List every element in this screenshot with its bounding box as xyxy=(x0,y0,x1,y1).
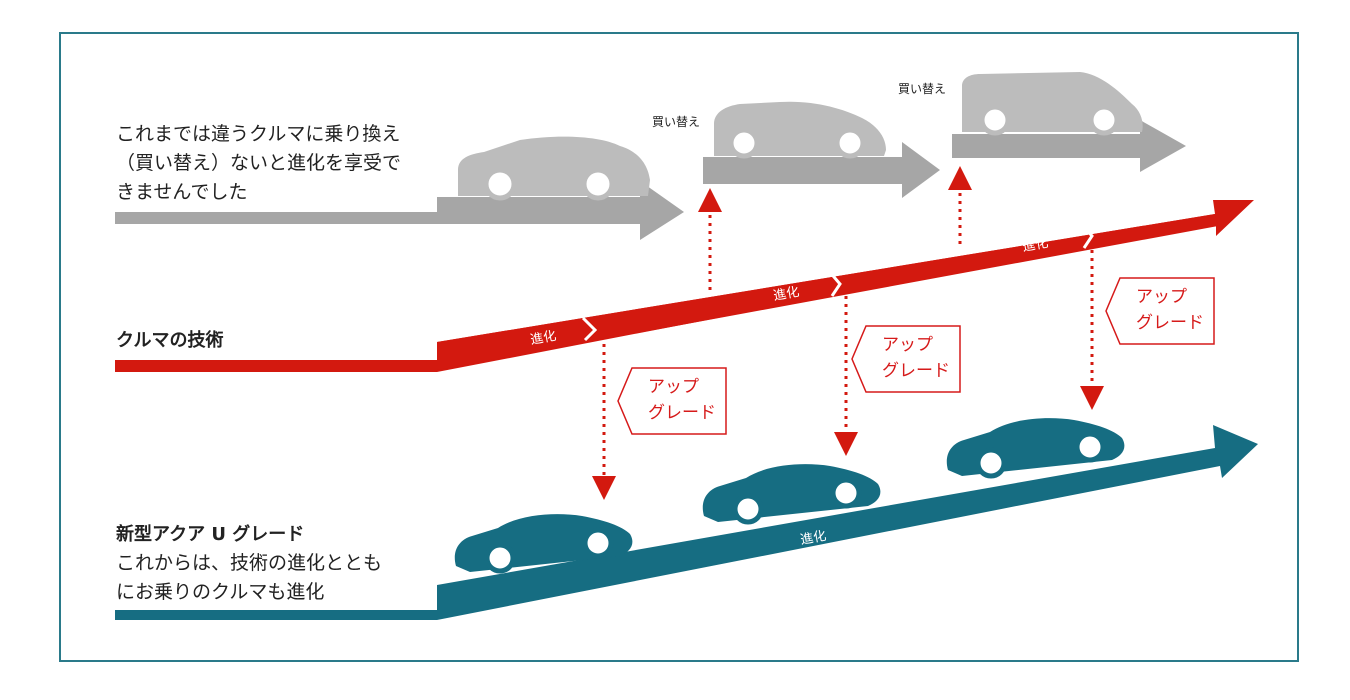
replace-arrow-2 xyxy=(948,166,972,244)
aqua-car-1 xyxy=(454,514,633,574)
tech-label: クルマの技術 xyxy=(116,330,224,351)
legacy-arrow-3 xyxy=(952,120,1186,172)
legacy-arrow-2 xyxy=(703,142,940,198)
upgrade-label-2-line-2: グレード xyxy=(882,361,950,381)
tech-arrow xyxy=(115,200,1254,372)
aqua-car-3 xyxy=(946,418,1125,479)
upgrade-arrow-2 xyxy=(834,296,858,456)
upgrade-box-3 xyxy=(1105,277,1215,345)
upgrade-arrow-3 xyxy=(1080,250,1104,410)
upgrade-label-1-line-2: グレード xyxy=(648,403,716,423)
legacy-arrow-1 xyxy=(115,181,684,240)
upgrade-label-3-line-2: グレード xyxy=(1136,313,1204,333)
aqua-description-line-1: これからは、技術の進化ととも xyxy=(116,552,383,574)
aqua-description: これからは、技術の進化ととも にお乗りのクルマも進化 xyxy=(116,549,382,607)
aqua-car-2 xyxy=(702,464,881,525)
aqua-description-line-2: にお乗りのクルマも進化 xyxy=(116,581,325,603)
legacy-car-1 xyxy=(458,136,650,201)
upgrade-arrow-1 xyxy=(592,344,616,500)
diagram-frame xyxy=(59,32,1299,662)
upgrade-label-2-line-1: アップ xyxy=(882,335,933,355)
upgrade-label-1-line-1: アップ xyxy=(648,377,699,397)
replace-arrow-1 xyxy=(698,188,722,290)
legacy-car-2 xyxy=(714,101,886,159)
replace-label-1: 買い替え xyxy=(652,115,701,129)
legacy-description-line-2: （買い替え）ないと進化を享受で xyxy=(116,152,402,174)
legacy-description-line-1: これまでは違うクルマに乗り換え xyxy=(116,123,401,145)
upgrade-label-3-line-1: アップ xyxy=(1136,287,1187,307)
upgrade-label-2: アップ グレード xyxy=(882,332,950,384)
upgrade-label-3: アップ グレード xyxy=(1136,284,1204,336)
legacy-car-3 xyxy=(962,72,1143,136)
replace-label-2: 買い替え xyxy=(898,82,947,96)
legacy-description: これまでは違うクルマに乗り換え （買い替え）ないと進化を享受で きませんでした xyxy=(116,120,401,207)
tech-arrow-separators xyxy=(581,221,1094,342)
upgrade-label-1: アップ グレード xyxy=(648,374,716,426)
aqua-title: 新型アクア U グレード xyxy=(116,524,305,545)
upgrade-box-2 xyxy=(851,325,961,393)
legacy-description-line-3: きませんでした xyxy=(116,181,248,203)
upgrade-box-1 xyxy=(617,367,727,435)
